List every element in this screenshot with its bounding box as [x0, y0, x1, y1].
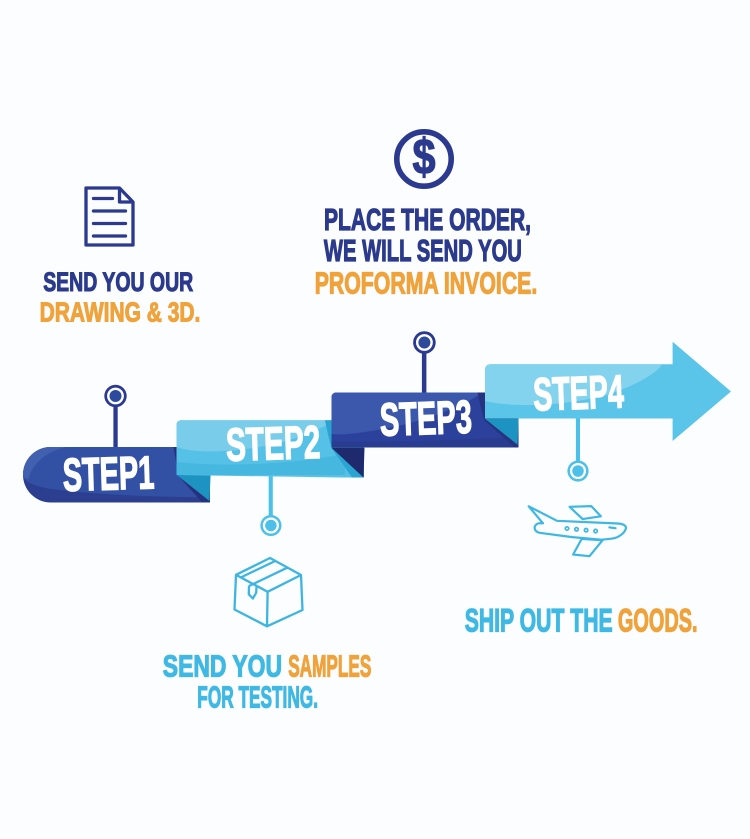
svg-text:STEP4: STEP4: [532, 365, 624, 420]
svg-text:PLACE THE ORDER,: PLACE THE ORDER,: [324, 202, 531, 237]
svg-text:WE WILL SEND YOU: WE WILL SEND YOU: [324, 233, 522, 268]
svg-text:SEND YOU: SEND YOU: [163, 648, 282, 683]
svg-text:SAMPLES: SAMPLES: [288, 648, 371, 683]
svg-text:SEND YOU OUR: SEND YOU OUR: [43, 267, 193, 297]
svg-text:PROFORMA INVOICE.: PROFORMA INVOICE.: [315, 265, 538, 300]
svg-text:STEP1: STEP1: [62, 446, 155, 501]
svg-text:$: $: [413, 129, 436, 185]
svg-text:STEP3: STEP3: [379, 391, 473, 446]
svg-text:GOODS.: GOODS.: [618, 602, 698, 638]
svg-text:DRAWING & 3D.: DRAWING & 3D.: [40, 297, 201, 328]
svg-text:SHIP OUT THE: SHIP OUT THE: [465, 602, 613, 638]
svg-text:FOR TESTING.: FOR TESTING.: [197, 680, 318, 715]
svg-text:STEP2: STEP2: [225, 416, 321, 471]
